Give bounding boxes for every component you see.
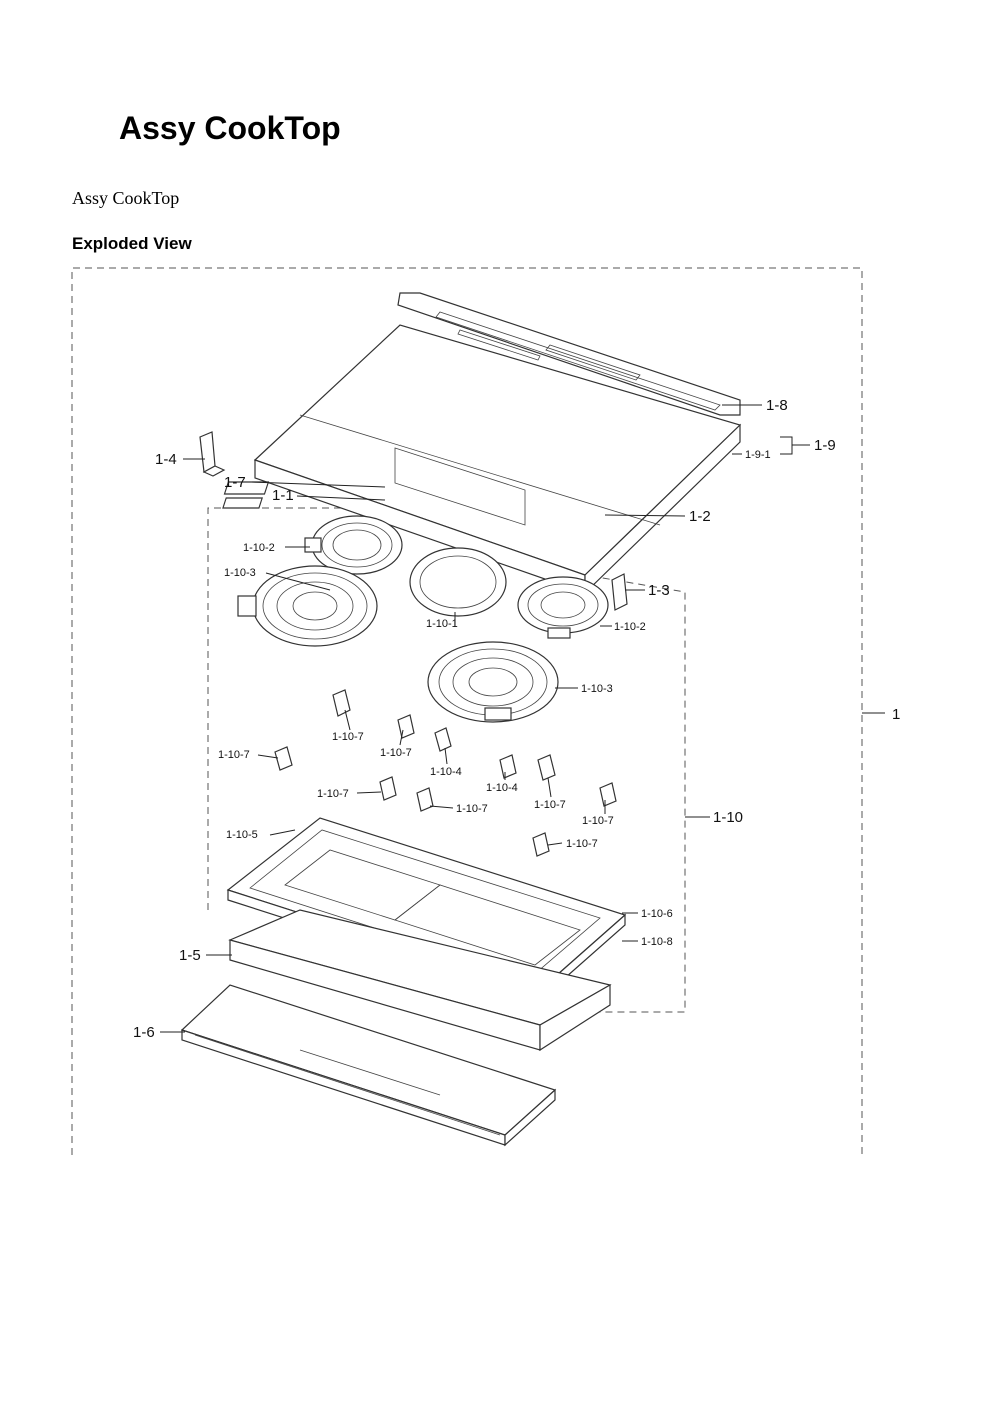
callout-1-10-2-right: 1-10-2	[614, 621, 646, 633]
callout-1-10-1: 1-10-1	[426, 618, 458, 630]
callout-1-1: 1-1	[272, 487, 294, 504]
callout-1-10-3-left: 1-10-3	[224, 567, 256, 579]
callout-1-10-4-b: 1-10-4	[486, 782, 518, 794]
callout-1: 1	[892, 706, 900, 723]
callout-1-4: 1-4	[155, 451, 177, 468]
callout-1-10-7-f: 1-10-7	[534, 799, 566, 811]
page-subtitle: Assy CookTop	[72, 188, 180, 208]
callout-1-2: 1-2	[689, 508, 711, 525]
callout-1-10-7-g: 1-10-7	[582, 815, 614, 827]
callout-1-9-1: 1-9-1	[745, 449, 771, 461]
callout-1-10-7-d: 1-10-7	[317, 788, 349, 800]
burner-large-center	[427, 641, 559, 723]
callout-1-10-6: 1-10-6	[641, 908, 673, 920]
callout-1-5: 1-5	[179, 947, 201, 964]
clip-parts	[274, 689, 617, 857]
callout-1-10-7-h: 1-10-7	[566, 838, 598, 850]
callout-1-10: 1-10	[713, 809, 743, 826]
burner-small-right	[517, 576, 609, 639]
ring-part	[409, 547, 507, 617]
callout-1-10-5: 1-10-5	[226, 829, 258, 841]
callout-1-10-2-left: 1-10-2	[243, 542, 275, 554]
callout-1-10-7-b: 1-10-7	[380, 747, 412, 759]
burner-small-left	[304, 515, 403, 575]
leader-lines	[160, 404, 885, 1033]
callout-1-8: 1-8	[766, 397, 788, 414]
callout-1-10-7-c: 1-10-7	[218, 749, 250, 761]
insulation-board-part	[228, 909, 612, 1052]
bracket-part	[199, 431, 226, 477]
page-title: Assy CookTop	[119, 110, 341, 146]
callout-1-10-4-a: 1-10-4	[430, 766, 462, 778]
callout-1-10-7-e: 1-10-7	[456, 803, 488, 815]
section-heading: Exploded View	[72, 234, 192, 253]
callout-1-10-8: 1-10-8	[641, 936, 673, 948]
bracket-right-part	[611, 573, 628, 611]
bottom-tray-part	[180, 984, 557, 1147]
callout-1-7: 1-7	[224, 474, 246, 491]
callout-1-6: 1-6	[133, 1024, 155, 1041]
burner-large-left	[237, 565, 378, 647]
callout-1-10-3-center: 1-10-3	[581, 683, 613, 695]
callout-1-9: 1-9	[814, 437, 836, 454]
callout-1-10-7-a: 1-10-7	[332, 731, 364, 743]
connector-part	[222, 481, 270, 509]
callout-1-3: 1-3	[648, 582, 670, 599]
